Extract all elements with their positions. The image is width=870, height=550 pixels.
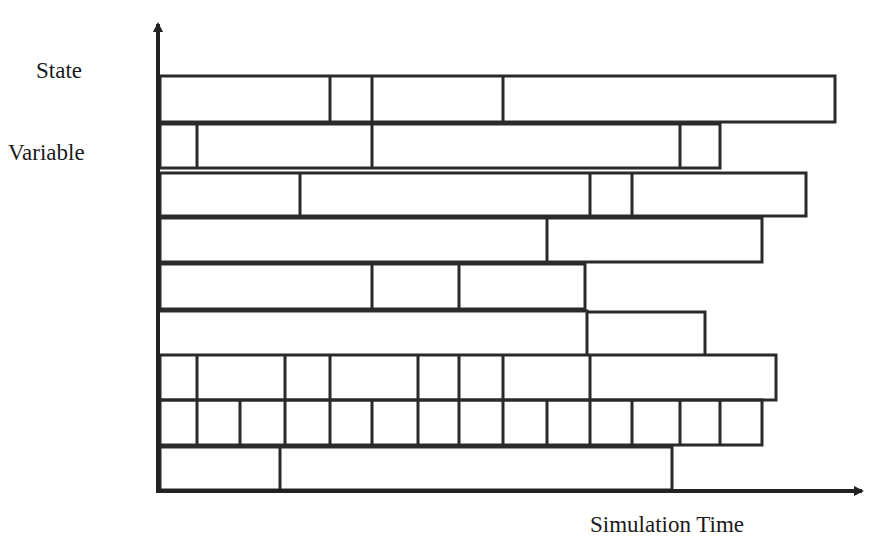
- state-row: [160, 264, 585, 309]
- row-band: [160, 173, 806, 216]
- row-band: [160, 355, 776, 400]
- row-dividers: [197, 355, 590, 400]
- row-band: [160, 76, 835, 122]
- state-row: [160, 355, 776, 400]
- state-rows: [160, 76, 835, 490]
- row-dividers: [546, 218, 549, 262]
- state-row: [160, 311, 705, 355]
- row-band: [160, 447, 672, 490]
- row-dividers: [279, 447, 282, 490]
- state-row: [160, 124, 720, 168]
- axis-label: State: [36, 58, 82, 83]
- row-dividers: [372, 264, 459, 309]
- row-band: [160, 311, 705, 355]
- state-row: [160, 76, 835, 122]
- row-dividers: [197, 400, 720, 445]
- row-band: [160, 218, 762, 262]
- state-row: [160, 218, 762, 262]
- row-band: [160, 264, 585, 309]
- y-axis: [156, 24, 160, 492]
- row-dividers: [330, 76, 503, 122]
- axis-label: Variable: [8, 140, 85, 165]
- row-dividers: [197, 124, 680, 168]
- row-band: [160, 400, 762, 445]
- state-row: [160, 400, 762, 445]
- state-row: [160, 173, 806, 216]
- row-band: [160, 124, 720, 168]
- x-axis: [156, 489, 862, 493]
- state-row: [160, 447, 672, 490]
- axis-label: Simulation Time: [590, 512, 744, 537]
- row-dividers: [300, 173, 632, 216]
